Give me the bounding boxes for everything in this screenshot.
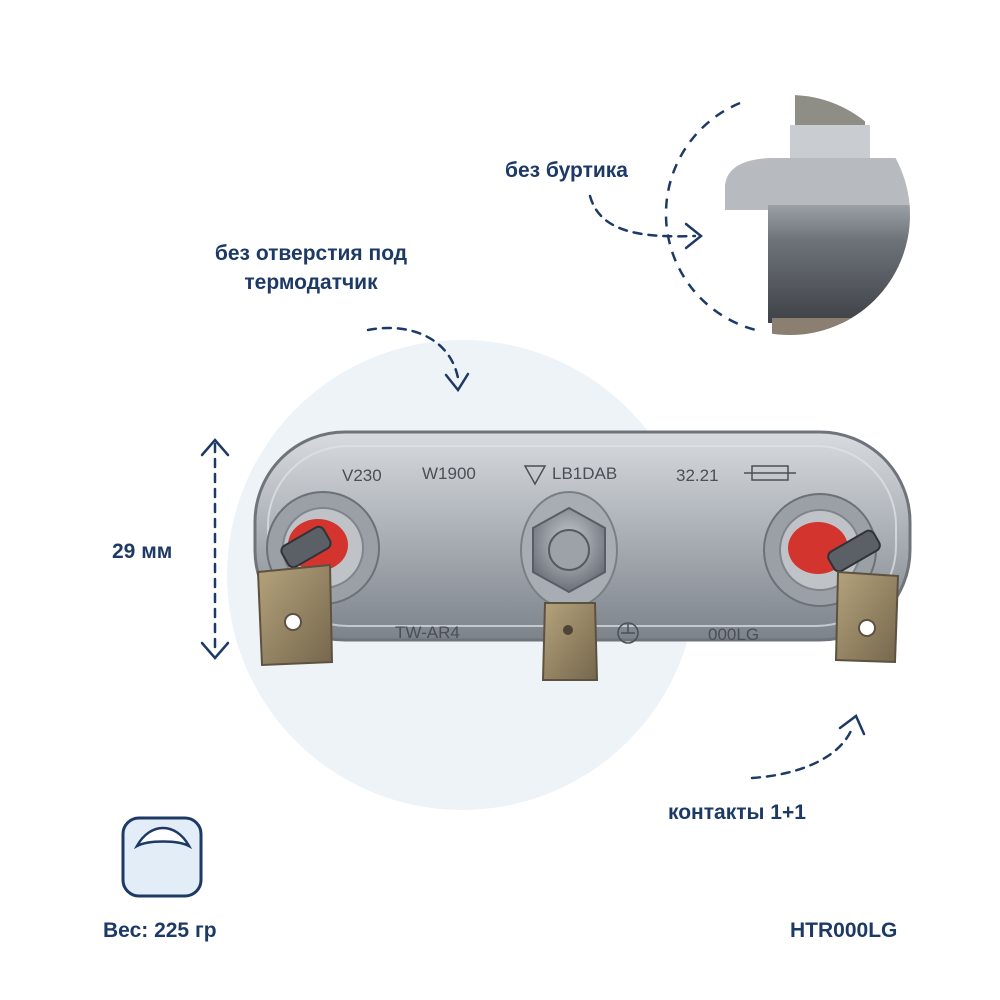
dimension-arrow-icon xyxy=(200,438,230,660)
right-terminal xyxy=(763,493,900,664)
zoom-frame xyxy=(664,101,761,333)
no-collar-label: без буртика xyxy=(505,159,628,182)
heater-flange: V230 W1900 LB1DAB 32.21 TW-AR4 000LG xyxy=(253,430,912,681)
approval-mark-icon xyxy=(523,465,547,486)
fuse-symbol-icon xyxy=(744,465,796,481)
center-stud xyxy=(520,491,618,681)
marking-voltage: V230 xyxy=(342,466,382,485)
contacts-label: контакты 1+1 xyxy=(668,801,806,824)
scale-icon xyxy=(121,816,203,898)
zoom-detail xyxy=(664,95,910,335)
marking-type: LB1DAB xyxy=(552,464,617,483)
dashed-arrow-icon xyxy=(366,326,470,393)
height-label: 29 мм xyxy=(112,540,173,563)
no-sensor-hole-label: без отверстия под термодатчик xyxy=(214,242,408,294)
weight-label: Вес: 225 гр xyxy=(103,919,217,942)
marking-power: W1900 xyxy=(422,464,476,483)
product-code: HTR000LG xyxy=(790,919,898,942)
dashed-arrow-icon xyxy=(750,714,866,780)
marking-model: TW-AR4 xyxy=(395,623,460,642)
dashed-arrow-icon xyxy=(588,194,704,250)
marking-number: 32.21 xyxy=(676,466,719,485)
ground-symbol-icon xyxy=(617,622,639,644)
left-terminal xyxy=(256,491,380,667)
marking-suffix: 000LG xyxy=(708,625,759,644)
